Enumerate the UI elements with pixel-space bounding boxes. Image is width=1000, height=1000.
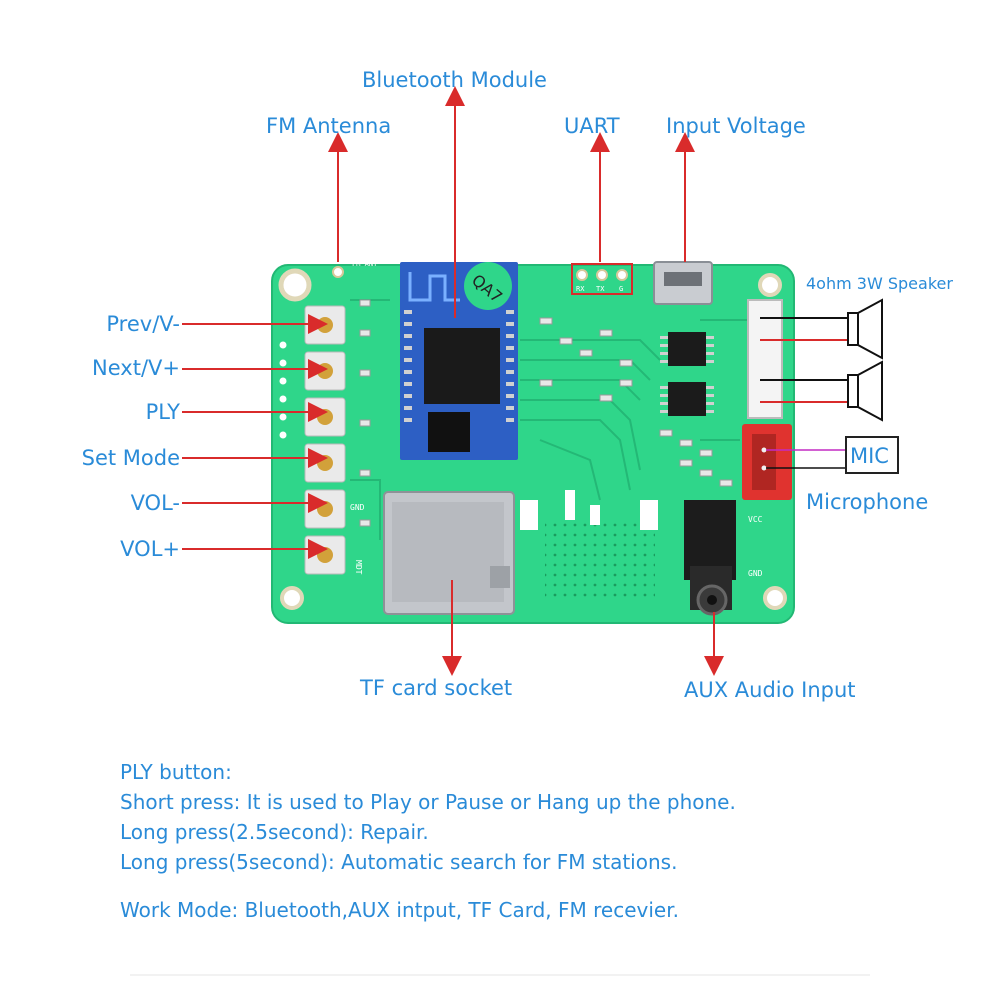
gnd-silk-right: GND [748,569,763,578]
label-vol-plus: VOL+ [120,537,180,561]
speaker-icon [857,360,883,422]
mounting-hole [763,586,787,610]
label-tf-card-socket: TF card socket [360,676,513,700]
bt-chip [424,328,500,404]
label-vol-minus: VOL- [130,491,180,515]
label-input-voltage: Input Voltage [666,114,806,138]
label-mic: MIC [850,444,889,468]
uart-silk-rx: RX [576,285,585,293]
mounting-hole [758,273,782,297]
note-short-press: Short press: It is used to Play or Pause… [120,790,736,814]
note-work-mode: Work Mode: Bluetooth,AUX intput, TF Card… [120,898,679,922]
speaker-connector [747,299,783,419]
note-long-press-fm: Long press(5second): Automatic search fo… [120,850,678,874]
bt-flash-chip [428,412,470,452]
top-arrows [328,86,695,318]
uart-silk-tx: TX [596,285,605,293]
uart-pin-g [616,269,628,281]
speaker-icon [857,298,883,360]
label-next: Next/V+ [92,356,180,380]
pcb-via-field [545,520,655,600]
label-uart: UART [564,114,620,138]
label-bluetooth-module: Bluetooth Module [362,68,547,92]
mounting-hole [278,268,312,302]
label-set-mode: Set Mode [81,446,180,470]
speaker-wires [760,317,848,403]
smd-pads [520,490,658,530]
amp-chip-2 [668,382,706,416]
bt-module-pads [404,310,514,422]
amp-chip-pins [660,336,714,413]
left-pad-column [279,341,287,439]
label-fm-antenna: FM Antenna [266,114,392,138]
uart-header [571,263,633,295]
bottom-arrows [442,580,724,676]
qa7-sticker [464,262,512,310]
mdt-silk: MDT [354,560,363,575]
uart-pin-rx [576,269,588,281]
mounting-hole [280,586,304,610]
label-ply: PLY [145,400,180,424]
amp-chip-1 [668,332,706,366]
mounting-holes [278,268,787,610]
smd-components [359,299,733,527]
label-microphone: Microphone [806,490,929,514]
vcc-silk: VCC [748,515,763,524]
mic-wires [766,449,846,469]
label-aux-audio-input: AUX Audio Input [684,678,856,702]
button-arrows [182,314,328,559]
mic-label-box [845,436,899,474]
uart-silk-g: G [619,285,623,293]
label-speaker: 4ohm 3W Speaker [806,274,953,293]
fm-ant-silk: FM ANT [352,260,378,268]
note-ply-title: PLY button: [120,760,232,784]
speaker-icon [847,312,859,346]
fm-antenna-pad [332,266,344,278]
gnd-silk-left: GND [350,503,365,512]
uart-pin-tx [596,269,608,281]
speaker-icon [847,374,859,408]
note-long-press-repair: Long press(2.5second): Repair. [120,820,429,844]
speaker-icons [847,298,883,422]
label-prev: Prev/V- [106,312,180,336]
